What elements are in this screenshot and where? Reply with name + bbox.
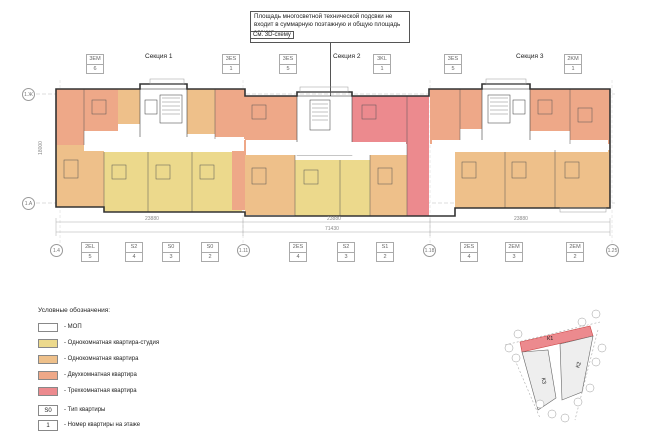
keyplan-label: К3 [539, 377, 547, 385]
legend-swatch [38, 339, 58, 348]
dimension-label: 23880 [145, 216, 159, 222]
dimension-label: 23880 [327, 216, 341, 222]
legend-swatch [38, 387, 58, 396]
legend-swatch [38, 355, 58, 364]
total-dimension-label: 71430 [325, 226, 339, 232]
axis-marker: 1.18 [423, 244, 436, 257]
dimension-label: 23880 [514, 216, 528, 222]
section-label-3: Секция 3 [516, 53, 544, 60]
axis-marker: 1.25 [606, 244, 619, 257]
legend-swatch [38, 323, 58, 332]
legend-code: S0 [38, 405, 58, 416]
section-label-1: Секция 1 [145, 53, 173, 60]
axis-marker: 1.11 [237, 244, 250, 257]
keyplan-label: К1 [547, 336, 554, 342]
axis-marker: 1.Ж [22, 88, 35, 101]
legend-swatch [38, 371, 58, 380]
note-line [330, 43, 331, 103]
axis-marker: 1.4 [50, 244, 63, 257]
legend-title: Условные обозначения: [38, 307, 111, 314]
axis-marker: 1.А [22, 197, 35, 210]
legend-code: 1 [38, 420, 58, 431]
note-reference: См. 3D-схему [250, 31, 294, 39]
section-label-2: Секция 2 [333, 53, 361, 60]
